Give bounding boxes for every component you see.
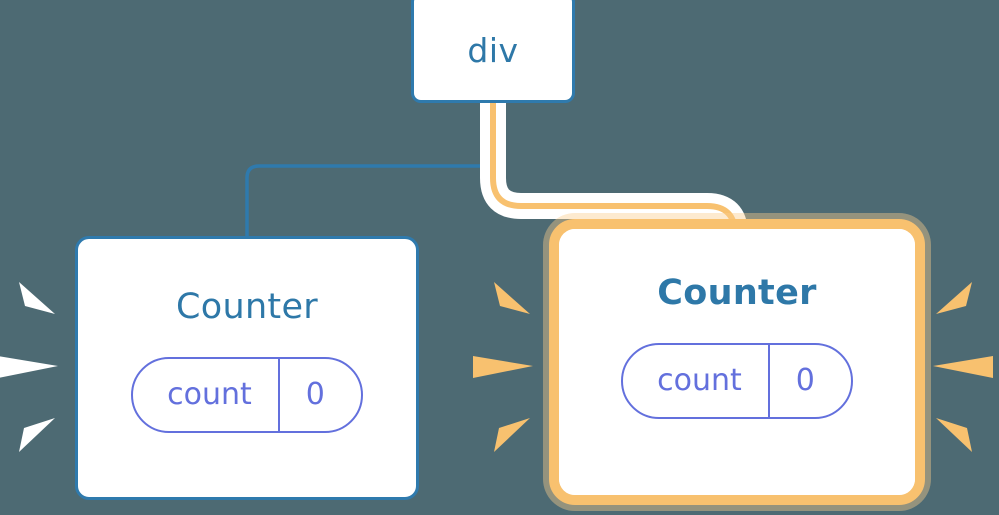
state-pill-wrap-right: count 0: [621, 343, 853, 419]
edge-div-to-counter-left: [245, 103, 494, 238]
state-pill-divider: [767, 345, 770, 417]
node-counter-right-highlight-ring: Counter count 0: [549, 219, 925, 505]
state-pill-left[interactable]: count 0: [131, 357, 363, 433]
state-value-left: 0: [305, 377, 325, 412]
node-div-label: div: [467, 31, 519, 70]
state-key-right: count: [657, 363, 742, 398]
node-div[interactable]: div: [411, 0, 575, 103]
state-value-right: 0: [795, 363, 815, 398]
state-pill-divider: [277, 359, 280, 431]
state-pill-wrap-left: count 0: [131, 357, 363, 433]
state-key-left: count: [167, 377, 252, 412]
node-counter-left-label: Counter: [176, 287, 318, 327]
state-pill-right[interactable]: count 0: [621, 343, 853, 419]
node-counter-left[interactable]: Counter count 0: [75, 236, 419, 500]
node-counter-right[interactable]: Counter count 0: [559, 229, 915, 495]
node-counter-right-label: Counter: [657, 273, 817, 313]
